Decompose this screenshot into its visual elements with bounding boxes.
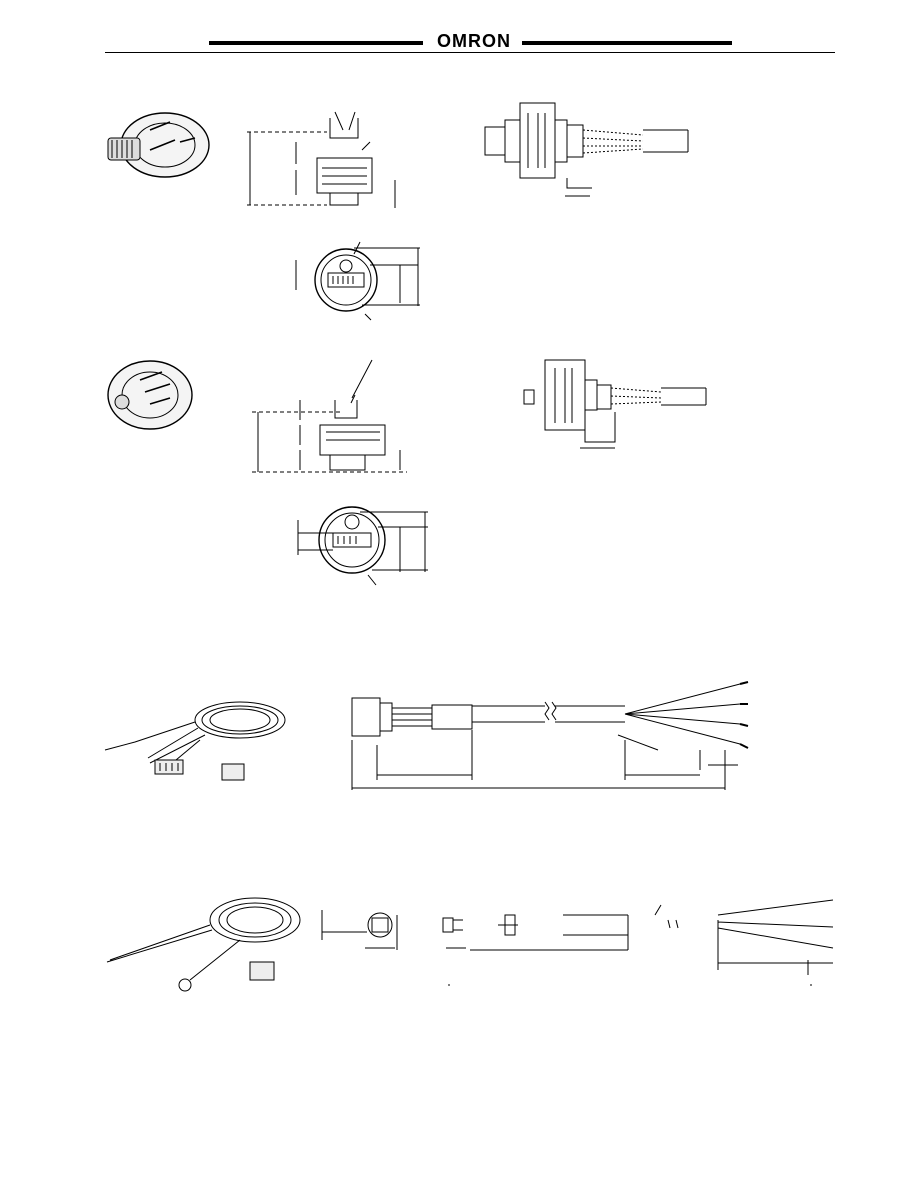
cable-a-drawing [351,681,749,790]
sensor-a-connector-view [484,102,689,197]
sensor-b-connector-view [523,359,707,449]
sensor-b-photo [107,360,193,430]
cable-a-photo [104,701,286,781]
page-header: OMRON [0,0,918,60]
sensor-a-front-view [295,241,420,321]
brand-logo: OMRON [437,31,511,51]
header-rule [105,52,835,53]
sensor-b-front-view [297,506,428,586]
sensor-a-photo [107,112,210,178]
header-bar-right [522,41,732,45]
cable-b-photo [106,897,301,992]
sensor-a-side-view [247,111,396,208]
cable-b-drawing [321,899,834,986]
sensor-b-side-view [252,359,407,473]
header-bar-left [209,41,423,45]
